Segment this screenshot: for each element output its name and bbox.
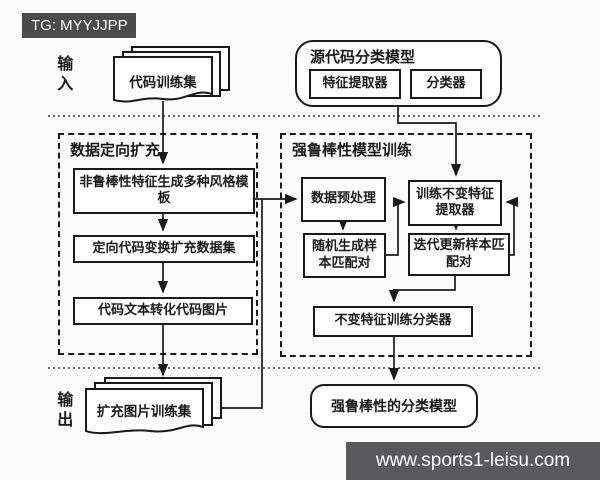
robust-model-node: 强鲁棒性的分类模型 (310, 384, 478, 428)
node-iterate-pairs: 迭代更新样本匹配对 (408, 233, 510, 276)
input-docs-label: 代码训练集 (129, 75, 197, 91)
top-watermark-text: TG: MYYJJPP (31, 17, 128, 34)
output-docs-label: 扩充图片训练集 (96, 404, 192, 420)
classifier-node: 分类器 (410, 69, 482, 99)
left-panel-title: 数据定向扩充 (70, 141, 161, 159)
node-code-transform: 定向代码变换扩充数据集 (73, 235, 255, 263)
node-random-pairs: 随机生成样本匹配对 (303, 233, 386, 278)
input-docs-icon (113, 46, 230, 103)
feature-extractor-node: 特征提取器 (309, 69, 401, 99)
connector-outputdocs-to-preprocess-junction (221, 199, 263, 409)
connector-iteratepairs-to-classifiertrain (388, 276, 456, 303)
output-stage-label: 输出 (57, 390, 74, 429)
top-watermark-badge: TG: MYYJJPP (22, 13, 136, 38)
node-train-classifier: 不变特征训练分类器 (313, 306, 473, 337)
connector-sourcemodel-to-extractor (397, 107, 462, 177)
node-train-extractor: 训练不变特征提取器 (408, 180, 502, 226)
bottom-watermark-badge: www.sports1-leisu.com (346, 442, 600, 480)
connector-randompairs-to-extractor (386, 196, 406, 256)
left-panel-data-augmentation (58, 133, 258, 355)
source-model-title: 源代码分类模型 (310, 48, 416, 66)
node-style-templates: 非鲁棒性特征生成多种风格模板 (73, 168, 255, 214)
node-preprocess: 数据预处理 (301, 177, 386, 222)
connector-iteratepairs-to-extractor (505, 196, 519, 256)
node-text-to-image: 代码文本转化代码图片 (73, 297, 253, 325)
right-panel-robust-training (280, 133, 532, 357)
bottom-watermark-text: www.sports1-leisu.com (375, 450, 571, 471)
input-stage-label: 输入 (57, 54, 74, 93)
right-panel-title: 强鲁棒性模型训练 (292, 141, 413, 159)
source-model-group: 源代码分类模型 特征提取器 分类器 (295, 40, 502, 107)
output-docs-icon (85, 377, 222, 435)
